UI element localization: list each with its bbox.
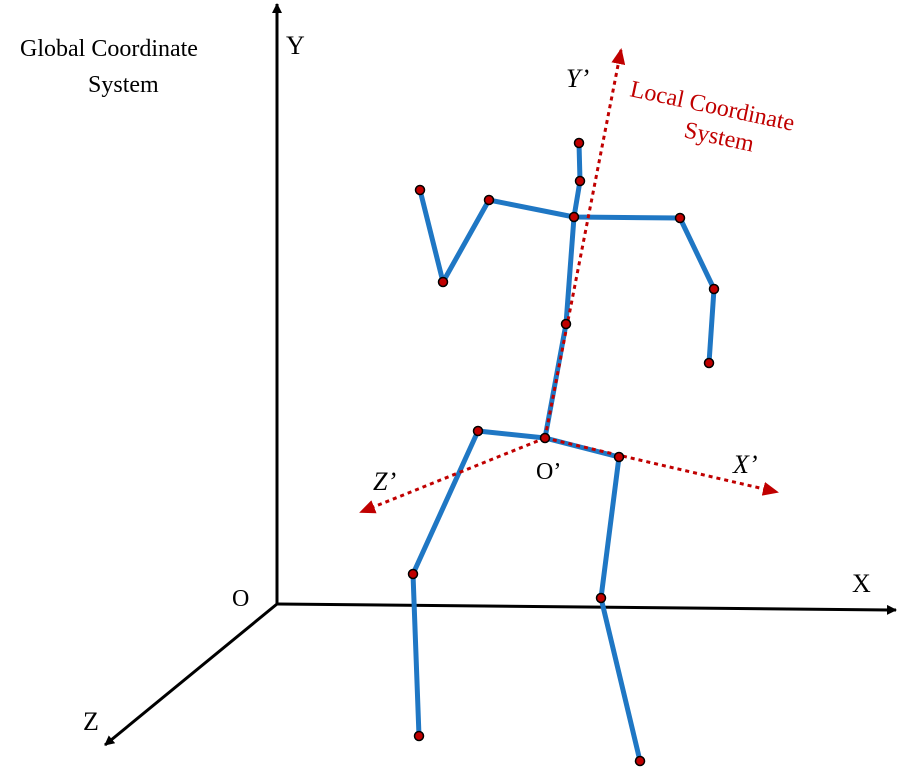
- global-axes: [104, 3, 897, 747]
- bone-right-arm: [677, 215, 717, 366]
- global-axis-y-label: Y: [286, 31, 305, 60]
- global-z-axis: [104, 602, 278, 747]
- joint-right-foot: [634, 755, 646, 767]
- local-axes: [359, 48, 779, 514]
- joint-left-foot: [413, 730, 425, 742]
- bone-right-leg: [598, 454, 643, 764]
- joint-left-elbow: [437, 276, 449, 288]
- global-axis-x-label: X: [852, 569, 871, 598]
- global-x-axis: [276, 602, 897, 615]
- skeleton: [410, 140, 717, 764]
- joint-left-hip: [472, 425, 484, 437]
- joint-hip-center: [539, 432, 551, 444]
- joint-right-elbow: [708, 283, 720, 295]
- joint-left-hand: [414, 184, 426, 196]
- global-axis-z-label: Z: [83, 707, 99, 736]
- joint-left-knee: [407, 568, 419, 580]
- global-title-line1: Global Coordinate: [20, 36, 198, 62]
- local-axis-z-label: Z’: [373, 467, 396, 496]
- joint-head: [573, 137, 585, 149]
- global-title-line2: System: [88, 72, 159, 98]
- joint-shoulder-center: [568, 211, 580, 223]
- local-z-axis: [359, 436, 546, 514]
- joint-right-knee: [595, 592, 607, 604]
- joint-left-shoulder: [483, 194, 495, 206]
- joint-right-hip: [613, 451, 625, 463]
- local-axis-y-label: Y’: [566, 64, 589, 93]
- bone-left-arm: [417, 187, 492, 285]
- bone-shoulders: [486, 197, 683, 221]
- joint-neck: [574, 175, 586, 187]
- local-origin-label: O’: [536, 459, 561, 485]
- joint-right-shoulder: [674, 212, 686, 224]
- global-origin-label: O: [232, 586, 249, 612]
- joint-right-hand: [703, 357, 715, 369]
- skeleton-joints: [407, 137, 720, 767]
- local-axis-x-label: X’: [732, 450, 758, 479]
- joint-spine: [560, 318, 572, 330]
- local-y-axis: [543, 48, 626, 439]
